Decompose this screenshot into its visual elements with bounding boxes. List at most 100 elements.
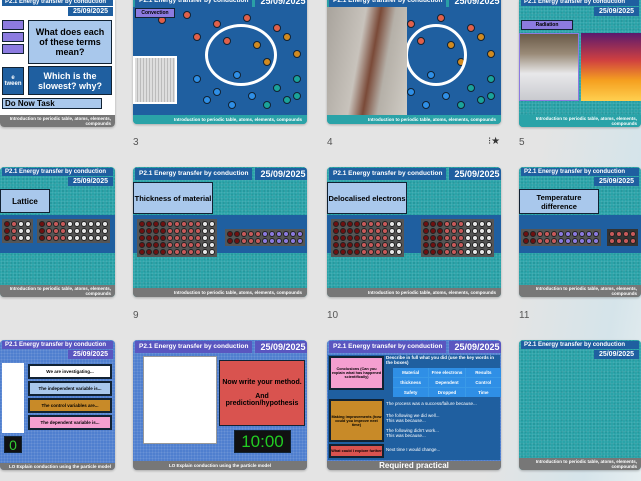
particle (262, 231, 268, 237)
particle (544, 238, 550, 244)
key-word: Dependent (429, 378, 465, 387)
slide-number: 9 (133, 310, 139, 321)
particle (396, 235, 402, 241)
term-box (2, 44, 24, 54)
particle (67, 228, 73, 234)
star-icon[interactable]: ⁝★ (488, 136, 501, 147)
photo-image (327, 7, 407, 115)
thermal-image (581, 33, 641, 101)
particle (74, 228, 80, 234)
apparatus-diagram (143, 356, 217, 444)
key-word: Time (465, 388, 501, 397)
particle (293, 50, 301, 58)
particle (375, 228, 381, 234)
particle (193, 33, 201, 41)
particle (382, 228, 388, 234)
particle (389, 221, 395, 227)
particle (183, 11, 191, 19)
do-now-task: Do Now Task (2, 98, 102, 109)
particle (487, 75, 495, 83)
particle (354, 221, 360, 227)
particle (174, 242, 180, 248)
particle (95, 235, 101, 241)
particle (248, 92, 256, 100)
particle (269, 231, 275, 237)
particle-lattice (521, 229, 601, 246)
particle (423, 249, 429, 255)
key-word: Safety (393, 388, 429, 397)
particle (558, 238, 564, 244)
particle (486, 221, 492, 227)
particle (458, 242, 464, 248)
particle (283, 96, 291, 104)
particle (382, 242, 388, 248)
particle (389, 242, 395, 248)
particle (340, 235, 346, 241)
particle (188, 249, 194, 255)
particle (53, 235, 59, 241)
particle (53, 221, 59, 227)
particle (146, 249, 152, 255)
particle (479, 228, 485, 234)
apparatus-diagram (2, 363, 24, 433)
particle (451, 235, 457, 241)
floor-photo-image (519, 33, 579, 101)
particle (67, 221, 73, 227)
particle (273, 84, 281, 92)
particle (39, 235, 45, 241)
particle (422, 101, 430, 109)
particle (361, 235, 367, 241)
particle (586, 231, 592, 237)
particle (174, 249, 180, 255)
particle (283, 33, 291, 41)
particle (46, 221, 52, 227)
particle (146, 228, 152, 234)
particle (437, 235, 443, 241)
particle (263, 101, 271, 109)
particle (102, 221, 108, 227)
particle (558, 231, 564, 237)
particle (53, 228, 59, 234)
particle (361, 228, 367, 234)
particle-lattice (607, 229, 638, 246)
particle (458, 235, 464, 241)
particle (472, 242, 478, 248)
slide-label: Delocalised electrons (327, 182, 407, 214)
particle (160, 249, 166, 255)
particle (572, 231, 578, 237)
particle (202, 221, 208, 227)
particle (579, 231, 585, 237)
particle (18, 235, 24, 241)
particle (228, 101, 236, 109)
particle (465, 249, 471, 255)
particle (25, 235, 31, 241)
particle (444, 235, 450, 241)
particle (616, 238, 622, 244)
timer: 0 (4, 436, 22, 453)
particle-lattice (331, 219, 404, 257)
particle (167, 242, 173, 248)
particle (593, 231, 599, 237)
particle (202, 228, 208, 234)
slide-label: Lattice (0, 189, 50, 213)
particle (181, 242, 187, 248)
particle (579, 238, 585, 244)
particle (467, 84, 475, 92)
particle-lattice (2, 219, 33, 243)
particle (486, 249, 492, 255)
particle (437, 249, 443, 255)
particle (195, 242, 201, 248)
